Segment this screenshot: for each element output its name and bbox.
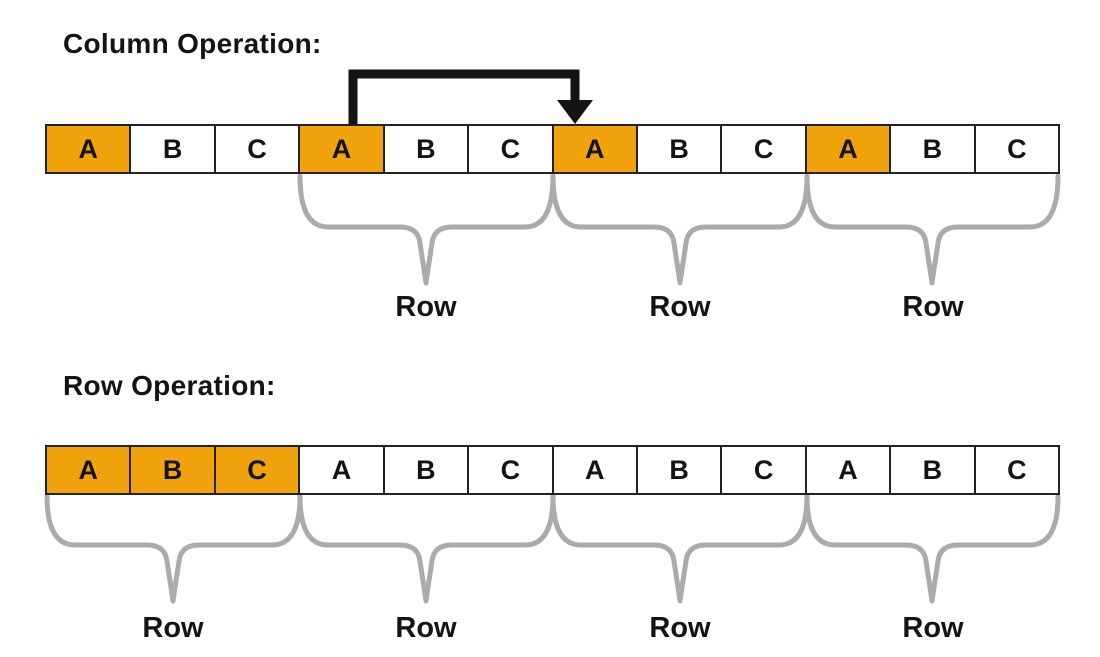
storage-cell: C [469, 447, 554, 493]
storage-cell: B [384, 126, 470, 172]
row-brace [550, 493, 810, 604]
storage-cell: A [806, 126, 892, 172]
row-label: Row [649, 291, 711, 323]
row-brace [550, 173, 810, 286]
row-brace [44, 493, 303, 604]
storage-cell: A [553, 126, 638, 172]
column-copy-arrow [348, 69, 593, 126]
storage-cell: B [637, 447, 723, 493]
row-label: Row [649, 612, 711, 644]
row-label: Row [395, 612, 457, 644]
storage-cell: A [553, 447, 638, 493]
storage-cell: C [975, 126, 1059, 172]
row-brace [804, 493, 1061, 604]
storage-cell: C [975, 447, 1059, 493]
storage-cell: B [131, 447, 216, 493]
row-brace [804, 173, 1061, 286]
row-operation-title: Row Operation: [63, 370, 276, 401]
arrow-head-icon [557, 100, 593, 124]
row-label: Row [142, 612, 204, 644]
storage-cell: A [300, 126, 385, 172]
row-operation-cell-row: A B C A B C A B C A B C [45, 445, 1060, 495]
column-operation-title: Column Operation: [63, 28, 322, 59]
column-operation-cell-row: A B C A B C A B C A B C [45, 124, 1060, 174]
storage-cell: A [47, 447, 132, 493]
storage-cell: C [722, 447, 807, 493]
storage-cell: B [637, 126, 723, 172]
storage-cell: C [215, 126, 301, 172]
storage-cell: C [722, 126, 807, 172]
storage-cell: B [891, 126, 976, 172]
row-brace [297, 173, 556, 286]
storage-cell: A [300, 447, 385, 493]
storage-cell: A [47, 126, 132, 172]
row-brace [297, 493, 556, 604]
row-label: Row [902, 291, 964, 323]
storage-cell: C [215, 447, 301, 493]
storage-cell: B [891, 447, 976, 493]
storage-cell: B [384, 447, 470, 493]
storage-cell: B [131, 126, 216, 172]
row-label: Row [902, 612, 964, 644]
storage-cell: C [469, 126, 554, 172]
storage-cell: A [806, 447, 892, 493]
row-label: Row [395, 291, 457, 323]
